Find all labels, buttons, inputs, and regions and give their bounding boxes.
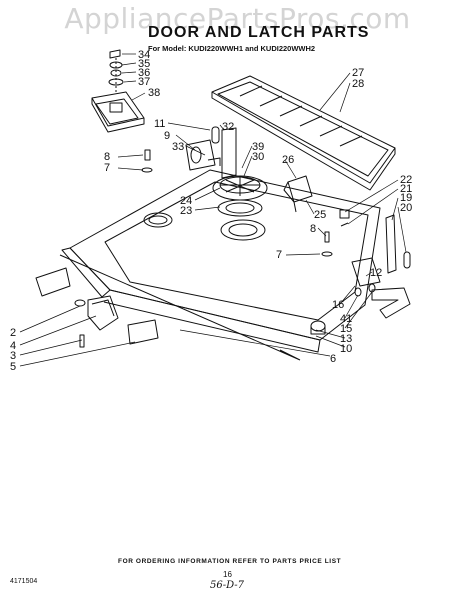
callout: 27	[352, 67, 364, 79]
callout: 37	[138, 76, 150, 88]
callout: 12	[370, 267, 382, 279]
callout: 7	[276, 249, 282, 261]
door-hinge-arm	[351, 257, 381, 287]
callout: 8	[310, 223, 316, 235]
handwritten-note: 56-D-7	[210, 580, 245, 591]
latch-keeper	[339, 209, 350, 219]
hinge-assembly	[87, 295, 119, 331]
callout: 19	[400, 192, 412, 204]
diagram-title: DOOR AND LATCH PARTS	[148, 24, 370, 41]
hinge-bracket	[371, 287, 411, 319]
callout: 16	[332, 299, 344, 311]
callout: 11	[154, 118, 165, 130]
callout: 28	[352, 78, 364, 90]
callout: 41	[340, 313, 352, 325]
callout-labels: 34 35 36 37 38 27 28 11 32 9 39 33 30 26…	[10, 49, 412, 373]
callout: 23	[180, 205, 192, 217]
callout: 32	[222, 121, 234, 133]
door-panel-bottom-edge	[103, 289, 321, 353]
callout: 34	[138, 49, 150, 61]
callout: 2	[10, 327, 16, 339]
callout: 20	[400, 202, 412, 214]
screw-34	[109, 49, 121, 59]
model-subtitle: For Model: KUDI220WWH1 and KUDI220WWH2	[148, 44, 316, 53]
callout: 5	[10, 361, 16, 373]
callout: 8	[104, 151, 110, 163]
dispenser-opening	[143, 212, 173, 228]
callout: 4	[10, 340, 16, 352]
callout: 24	[180, 195, 192, 207]
callout: 3	[10, 350, 16, 362]
callout: 30	[252, 151, 264, 163]
hinge-strip	[385, 214, 397, 274]
callout: 7	[104, 162, 110, 174]
watermark: AppliancePartsPros.com	[64, 2, 411, 35]
callout: 38	[148, 87, 160, 99]
callout: 33	[172, 141, 184, 153]
ordering-note: FOR ORDERING INFORMATION REFER TO PARTS …	[118, 558, 342, 565]
callout: 10	[340, 343, 352, 355]
dispenser-seal	[217, 199, 263, 217]
door-latch	[287, 175, 313, 203]
rinse-aid-cup	[220, 219, 266, 241]
callout: 6	[330, 353, 336, 365]
strike-pin	[403, 251, 411, 269]
callout: 25	[314, 209, 326, 221]
page-number: 16	[223, 570, 232, 579]
door-roller	[310, 320, 326, 332]
callout: 21	[400, 183, 412, 195]
callout: 15	[340, 323, 352, 335]
catalog-code: 4171504	[10, 578, 38, 585]
callout: 26	[282, 154, 294, 166]
callout: 13	[340, 333, 352, 345]
callout: 22	[400, 174, 412, 186]
callout: 9	[164, 130, 170, 142]
callout: 35	[138, 58, 150, 70]
latch-pin	[211, 126, 220, 144]
vent-strip	[211, 75, 396, 184]
hinge-cover	[35, 267, 71, 297]
spring-bracket	[127, 319, 159, 345]
latch-bracket	[221, 127, 237, 179]
callout: 36	[138, 67, 150, 79]
door-panel-lip	[61, 247, 111, 298]
callout: 39	[252, 141, 264, 153]
